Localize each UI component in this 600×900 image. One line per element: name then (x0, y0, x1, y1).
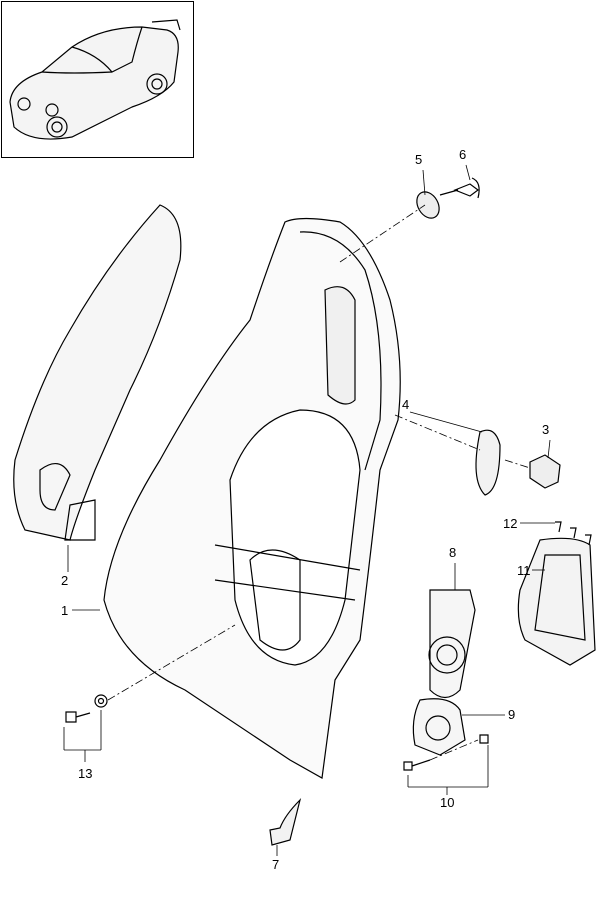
callout-12[interactable]: 12 (503, 516, 518, 531)
side-panel (13, 204, 182, 541)
callout-8[interactable]: 8 (449, 545, 457, 560)
callout-2[interactable]: 2 (61, 573, 69, 588)
callout-5[interactable]: 5 (415, 152, 423, 167)
car-icon (9, 19, 181, 140)
vehicle-thumbnail[interactable] (1, 1, 194, 158)
callout-4[interactable]: 4 (402, 397, 410, 412)
callout-13[interactable]: 13 (78, 766, 93, 781)
callout-10[interactable]: 10 (440, 795, 455, 810)
callout-11[interactable]: 11 (517, 563, 531, 578)
callout-3[interactable]: 3 (542, 422, 550, 437)
callout-1[interactable]: 1 (61, 603, 69, 618)
callout-9[interactable]: 9 (508, 707, 516, 722)
callout-6[interactable]: 6 (459, 147, 467, 162)
callout-7[interactable]: 7 (272, 857, 280, 872)
